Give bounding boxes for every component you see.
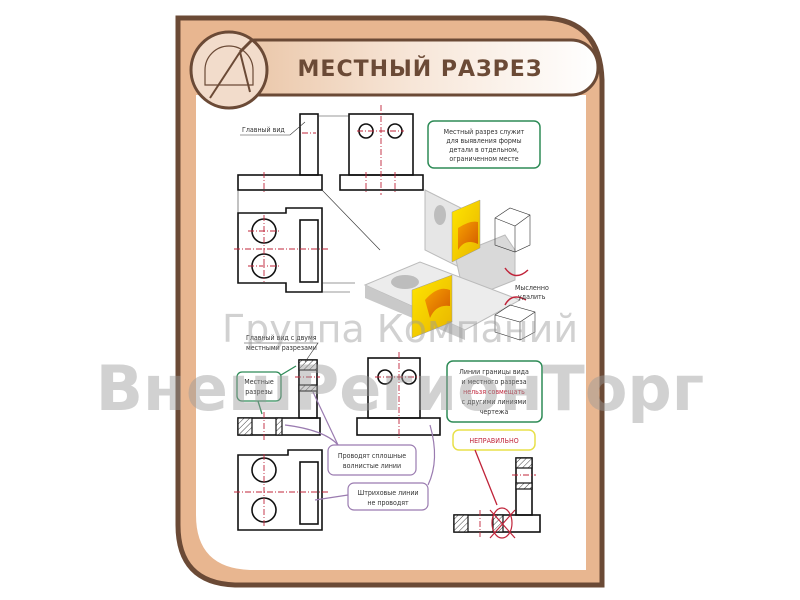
svg-text:местными разрезами: местными разрезами — [246, 344, 317, 352]
definition-box: Местный разрез служит для выявления форм… — [427, 120, 541, 169]
local-sections-callout: Местные разрезы — [236, 365, 297, 415]
svg-text:Группа Компаний: Группа Компаний — [222, 307, 578, 351]
svg-text:ВнешРегионТорг: ВнешРегионТорг — [96, 352, 704, 425]
compass-protractor-icon — [189, 30, 269, 110]
two-sections-label: Главный вид с двумя местными разрезами — [244, 334, 319, 363]
svg-text:Проводят сплошные: Проводят сплошные — [338, 452, 406, 460]
svg-text:для выявления формы: для выявления формы — [446, 137, 521, 145]
front-view-drawing — [356, 352, 441, 440]
mentally-remove-label: Мысленно удалить — [515, 284, 549, 301]
svg-text:Местные: Местные — [244, 378, 274, 386]
dashed-lines-callout: Штриховые линии не проводят — [314, 424, 436, 511]
page-title: МЕСТНЫЙ РАЗРЕЗ — [298, 56, 543, 82]
svg-text:детали в отдельном,: детали в отдельном, — [449, 146, 519, 154]
svg-text:ограниченном месте: ограниченном месте — [449, 155, 518, 163]
svg-text:Линии границы вида: Линии границы вида — [459, 368, 529, 376]
main-view-label: Главный вид — [240, 121, 306, 136]
wrong-callout: НЕПРАВИЛЬНО — [452, 429, 536, 506]
svg-text:не проводят: не проводят — [367, 499, 409, 507]
rule-box: Линии границы вида и местного разреза не… — [446, 360, 543, 423]
main-view-drawing — [234, 105, 424, 293]
svg-text:нельзя совмещать: нельзя совмещать — [463, 388, 525, 396]
svg-text:Местный разрез служит: Местный разрез служит — [444, 128, 525, 136]
svg-text:и местного разреза: и местного разреза — [461, 378, 526, 386]
section-view-drawing — [237, 359, 321, 440]
isometric-model — [363, 189, 522, 340]
svg-text:Главный вид с двумя: Главный вид с двумя — [246, 334, 317, 342]
svg-text:с другими линиями: с другими линиями — [462, 398, 527, 406]
wavy-lines-callout: Проводят сплошные волнистые линии — [284, 391, 417, 476]
svg-text:Мысленно: Мысленно — [515, 284, 549, 292]
wrong-example-drawing — [453, 457, 541, 539]
plan-view-drawing — [234, 449, 330, 531]
watermark: Группа Компаний ВнешРегионТорг — [96, 307, 704, 425]
wireframe-models — [494, 207, 536, 341]
svg-text:Штриховые линии: Штриховые линии — [357, 489, 418, 497]
svg-text:чертежа: чертежа — [480, 408, 509, 416]
svg-text:разрезы: разрезы — [245, 388, 272, 396]
svg-text:удалить: удалить — [518, 293, 546, 301]
svg-text:НЕПРАВИЛЬНО: НЕПРАВИЛЬНО — [469, 437, 518, 445]
svg-text:Главный вид: Главный вид — [242, 126, 285, 134]
svg-text:волнистые линии: волнистые линии — [343, 462, 401, 470]
title-banner: МЕСТНЫЙ РАЗРЕЗ — [226, 38, 600, 97]
